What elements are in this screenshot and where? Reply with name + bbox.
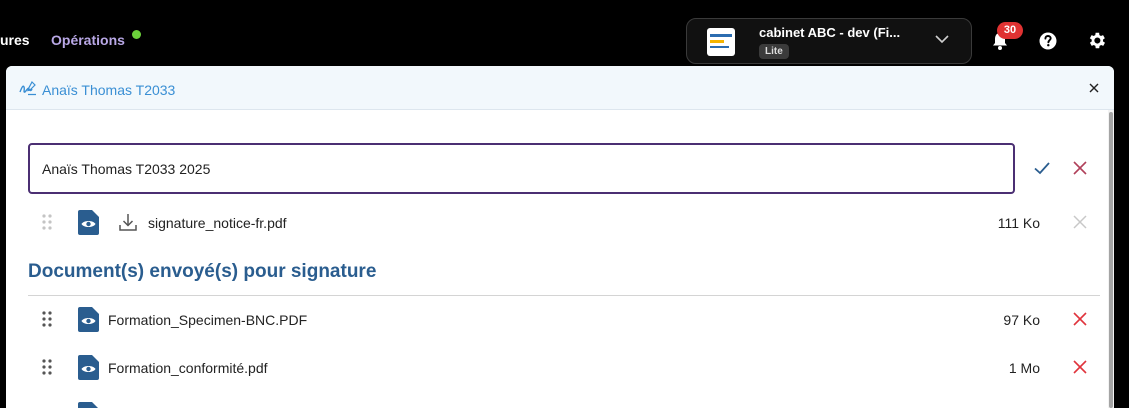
download-icon[interactable] [118, 212, 138, 232]
document-row: Formation_Specimen-BNC.PDF 97 Ko [28, 297, 1100, 343]
document-file-size: 1 Mo [1008, 360, 1040, 376]
panel-title: Anaïs Thomas T2033 [42, 82, 176, 98]
drag-handle-icon[interactable] [42, 359, 52, 375]
remove-document-icon[interactable] [1073, 312, 1087, 326]
signature-panel: Anaïs Thomas T2033 [6, 66, 1114, 408]
confirm-check-icon[interactable] [1033, 159, 1051, 177]
help-icon[interactable] [1038, 31, 1058, 51]
remove-attachment-icon[interactable] [1073, 215, 1087, 229]
nav-item-operations[interactable]: Opérations [51, 32, 125, 48]
signature-icon [19, 81, 36, 96]
panel-header: Anaïs Thomas T2033 [6, 66, 1114, 110]
eye-document-icon[interactable] [78, 210, 99, 235]
envelope-name-input[interactable] [28, 143, 1015, 194]
eye-document-icon[interactable] [78, 402, 99, 408]
remove-document-icon[interactable] [1073, 360, 1087, 374]
eye-document-icon[interactable] [78, 307, 99, 332]
scrollbar-thumb[interactable] [1109, 112, 1113, 408]
gear-icon[interactable] [1086, 30, 1107, 51]
eye-document-icon[interactable] [78, 355, 99, 380]
cancel-close-icon[interactable] [1072, 160, 1088, 176]
section-divider [28, 295, 1100, 296]
document-file-name[interactable]: Formation_conformité.pdf [108, 360, 268, 376]
attachment-row: signature_notice-fr.pdf 111 Ko [28, 200, 1100, 246]
status-dot [132, 30, 141, 39]
panel-scrollbar[interactable] [1108, 110, 1114, 408]
top-navigation: ures Opérations cabinet ABC - dev (Fi...… [0, 0, 1129, 66]
attachment-file-name[interactable]: signature_notice-fr.pdf [148, 215, 287, 231]
section-title: Document(s) envoyé(s) pour signature [28, 261, 377, 282]
drag-handle-icon[interactable] [42, 214, 52, 230]
drag-handle-icon[interactable] [42, 311, 52, 327]
chevron-down-icon[interactable] [933, 30, 951, 48]
close-icon[interactable] [1087, 81, 1101, 95]
document-file-size: 97 Ko [1003, 312, 1040, 328]
nav-item-truncated[interactable]: ures [0, 32, 30, 48]
plan-badge: Lite [759, 44, 789, 59]
organization-name: cabinet ABC - dev (Fi... [759, 25, 901, 40]
organization-selector[interactable]: cabinet ABC - dev (Fi... Lite [686, 18, 972, 64]
organization-logo [707, 28, 735, 56]
document-file-name[interactable]: Formation_Specimen-BNC.PDF [108, 312, 308, 328]
document-row: Formation_conformité.pdf 1 Mo [28, 345, 1100, 391]
attachment-file-size: 111 Ko [997, 215, 1040, 231]
notification-count-badge: 30 [997, 22, 1023, 39]
